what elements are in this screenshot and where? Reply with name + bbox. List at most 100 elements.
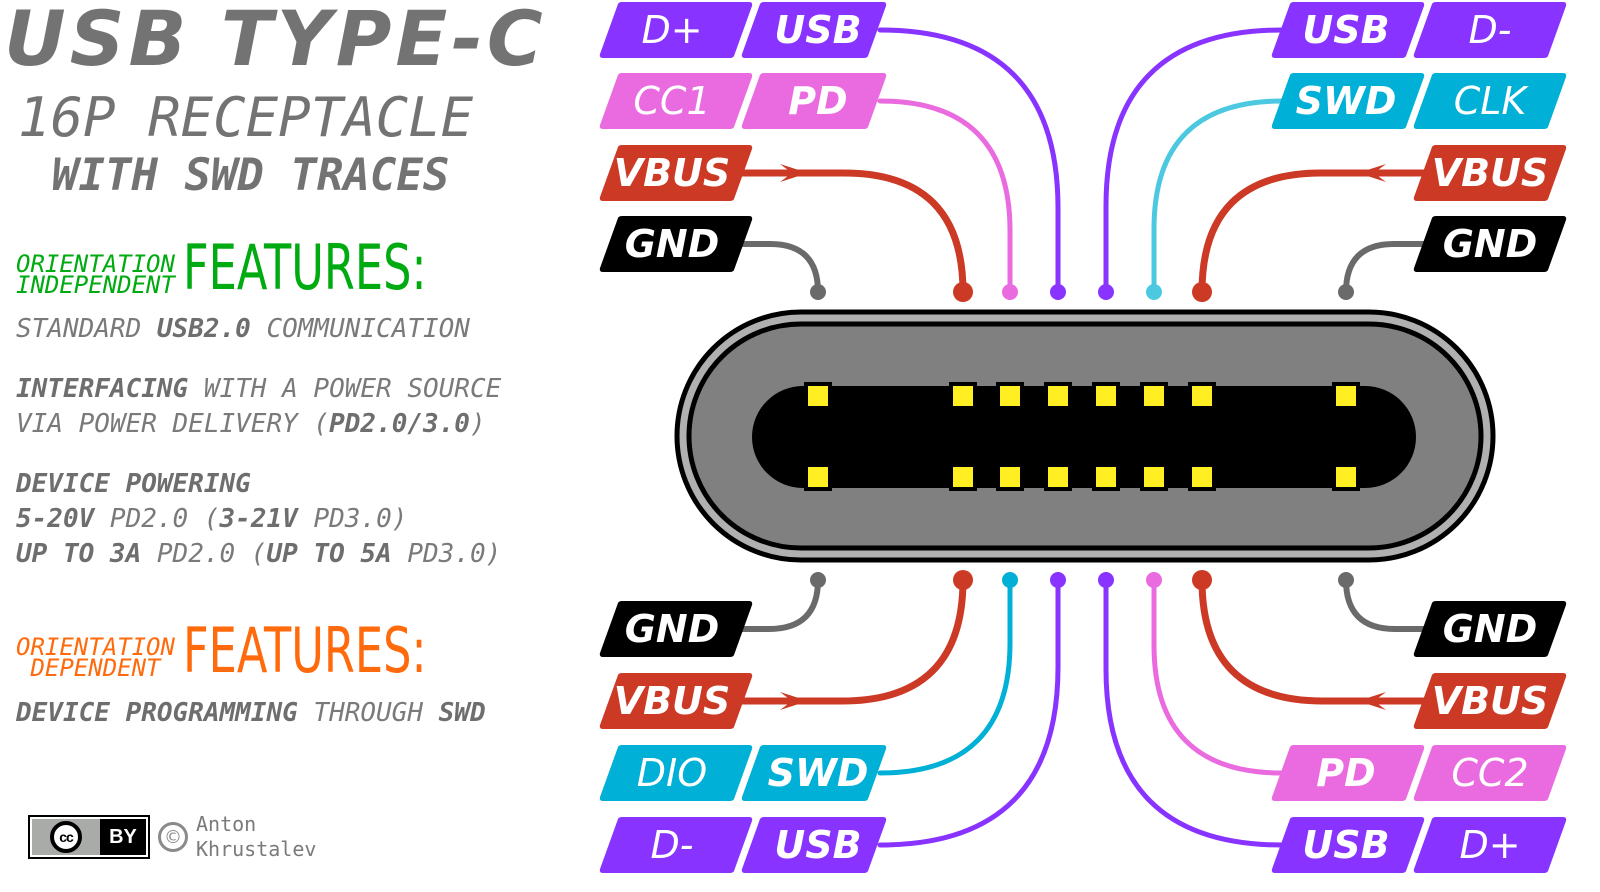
- label-text: VBUS: [614, 679, 731, 723]
- contact-bottom-vbus: [953, 467, 973, 487]
- pin-dot-gnd: [810, 572, 826, 588]
- label-box: [741, 817, 887, 873]
- cc-icon: cc: [50, 821, 82, 853]
- label-text: GND: [625, 607, 720, 651]
- contact-bottom-dp: [1096, 467, 1116, 487]
- label-text: D+: [1459, 823, 1520, 867]
- independent-big-label: FEATURES:: [182, 231, 427, 304]
- label-box: [1271, 745, 1425, 801]
- info-panel: USB TYPE-C 16P RECEPTACLE WITH SWD TRACE…: [0, 0, 590, 892]
- trace-vbus: [734, 169, 967, 296]
- author: Anton Khrustalev: [196, 812, 317, 861]
- contact-top-dp: [1048, 386, 1068, 406]
- independent-feature-item-line: VIA POWER DELIVERY (PD2.0/3.0): [16, 409, 486, 439]
- copyright-icon: ©: [158, 822, 188, 852]
- pin-label-bottom-left-vbus: VBUS: [599, 673, 753, 729]
- label-box: [599, 145, 753, 201]
- trace-gnd: [1343, 577, 1431, 632]
- contact-bottom-gnd: [1336, 467, 1356, 487]
- contact-top-vbus: [1192, 386, 1212, 406]
- trace-vbus: [1198, 576, 1432, 705]
- pin-label-top-left-d-minusplus-usb: D+USB: [599, 2, 887, 58]
- pin-dot-pd: [1002, 284, 1018, 300]
- trace-swd: [1151, 98, 1285, 295]
- pin-label-bottom-right-gnd: GND: [1413, 601, 1567, 657]
- label-box: [599, 73, 753, 129]
- contact-bottom-dio: [1000, 467, 1020, 487]
- pin-dot-usb: [1050, 284, 1066, 300]
- independent-feature-item-line: STANDARD USB2.0 COMMUNICATION: [16, 314, 470, 344]
- pin-label-bottom-right-vbus: VBUS: [1413, 673, 1567, 729]
- label-text: USB: [1302, 823, 1389, 867]
- label-text: GND: [1443, 607, 1538, 651]
- label-box: [599, 817, 753, 873]
- label-box: [1271, 817, 1425, 873]
- trace-usb: [877, 577, 1061, 848]
- trace-usb: [877, 27, 1061, 295]
- trace-vbus: [1198, 169, 1432, 296]
- trace-gnd: [1343, 241, 1431, 295]
- label-text: D+: [641, 8, 702, 52]
- pin-label-bottom-left-gnd: GND: [599, 601, 753, 657]
- pin-label-top-right-gnd: GND: [1413, 216, 1567, 272]
- pin-dot-vbus: [953, 282, 973, 302]
- dependent-feature-item: DEVICE PROGRAMMING THROUGH SWD: [16, 696, 486, 731]
- trace-pd: [877, 98, 1013, 295]
- pin-dot-swd: [1146, 284, 1162, 300]
- pin-dot-gnd: [810, 284, 826, 300]
- pin-dot-pd: [1146, 572, 1162, 588]
- label-box: [1413, 817, 1567, 873]
- contact-top-clk: [1144, 386, 1164, 406]
- pin-label-top-right-vbus: VBUS: [1413, 145, 1567, 201]
- power-direction-arrow-icon: [780, 164, 808, 182]
- pin-label-bottom-left-d-minus-usb: D-USB: [599, 817, 887, 873]
- label-box: [1271, 2, 1425, 58]
- pin-label-bottom-right-usb-minusd-plus: USB D+: [1271, 817, 1567, 873]
- pin-dot-vbus: [953, 570, 973, 590]
- credit: cc BY © Anton Khrustalev: [28, 812, 316, 862]
- power-direction-arrow-icon: [1358, 164, 1386, 182]
- contact-bottom-cc2: [1144, 467, 1164, 487]
- label-box: [1413, 601, 1567, 657]
- subtitle-traces: WITH SWD TRACES: [52, 150, 450, 201]
- label-text: DIO: [637, 751, 707, 795]
- label-box: [741, 73, 887, 129]
- independent-feature-item-line: UP TO 3A PD2.0 (UP TO 5A PD3.0): [16, 539, 502, 569]
- contact-top-gnd: [1336, 386, 1356, 406]
- label-box: [1413, 216, 1567, 272]
- pin-label-top-left-vbus: VBUS: [599, 145, 753, 201]
- label-text: CLK: [1454, 79, 1530, 123]
- main-title: USB TYPE-C: [4, 0, 547, 83]
- by-label: BY: [100, 819, 146, 855]
- cc-by-license-badge[interactable]: cc BY: [28, 815, 150, 859]
- contact-top-dm: [1096, 386, 1116, 406]
- subtitle: 16P RECEPTACLE: [18, 86, 474, 149]
- label-text: VBUS: [1432, 679, 1549, 723]
- pin-dot-swd: [1002, 572, 1018, 588]
- dependent-big-label: FEATURES:: [182, 614, 427, 687]
- independent-feature-item: STANDARD USB2.0 COMMUNICATION: [16, 312, 470, 347]
- trace-usb: [1103, 577, 1285, 848]
- label-text: D-: [651, 823, 694, 867]
- power-direction-arrow-icon: [1358, 692, 1386, 710]
- label-box: [599, 673, 753, 729]
- receptacle-tongue: [752, 386, 1416, 488]
- pin-dot-gnd: [1338, 572, 1354, 588]
- power-direction-arrow-icon: [780, 692, 808, 710]
- contact-top-gnd: [808, 386, 828, 406]
- label-box: [741, 2, 887, 58]
- label-box: [1413, 73, 1567, 129]
- label-text: GND: [625, 222, 720, 266]
- label-box: [1413, 145, 1567, 201]
- pin-dot-usb: [1098, 572, 1114, 588]
- label-box: [1413, 2, 1567, 58]
- usb-c-receptacle: [674, 309, 1496, 563]
